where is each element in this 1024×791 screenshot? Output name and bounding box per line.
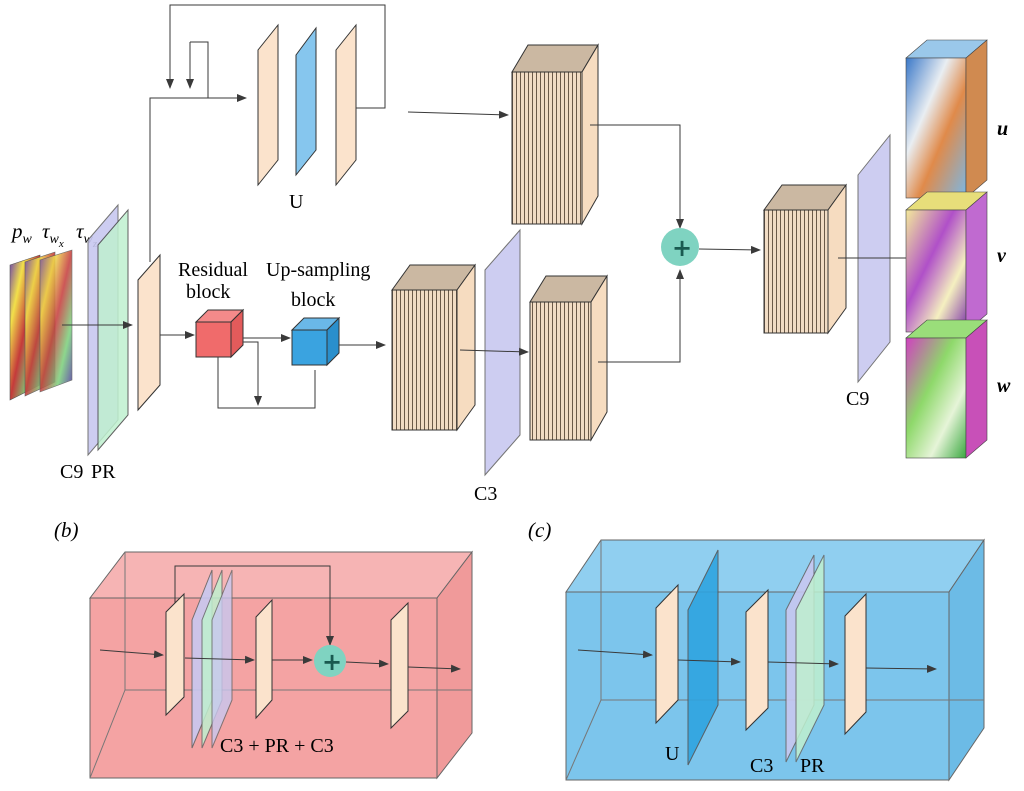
panel-c-in-arrow	[577, 649, 653, 659]
residual-block	[194, 308, 245, 359]
panel-c-box	[565, 538, 985, 782]
panel-c-to-last-arrow	[767, 659, 839, 668]
top-stack-to-plus	[590, 124, 684, 229]
mid-stack-arrow	[459, 347, 529, 356]
skip-line-up	[149, 97, 245, 262]
c9-label: C9	[60, 461, 83, 483]
top-loop-return	[356, 30, 386, 109]
panel-c-slab-3	[844, 592, 867, 736]
panel-c-tag: (c)	[528, 518, 551, 542]
panel-b-slab-2	[255, 598, 273, 720]
panel-b-mid-arrow	[184, 655, 255, 664]
input-fields	[9, 249, 73, 401]
mid-feature-stack-1	[391, 263, 476, 432]
panel-b-tag: (b)	[54, 518, 79, 542]
panel-c-u-label: U	[665, 743, 680, 765]
outer-loop-line	[169, 4, 386, 88]
panel-c-slab-2	[745, 588, 769, 732]
panel-c-c3-label: C3	[750, 755, 773, 777]
panel-b-add-node	[314, 645, 346, 677]
conv-slab-1	[137, 253, 161, 412]
c3-mid-slab	[484, 228, 521, 477]
final-feature-stack	[763, 183, 847, 335]
panel-b-slab-1	[165, 592, 185, 717]
top-slab-2	[335, 23, 357, 187]
upsampling-block	[290, 316, 341, 367]
panel-b-caption: C3 + PR + C3	[220, 735, 334, 757]
mid-feature-stack-2	[529, 274, 608, 442]
inner-loop-line	[190, 41, 209, 98]
output-label-u: u	[997, 118, 1008, 140]
u-label-top: U	[289, 191, 304, 213]
add-node	[661, 228, 699, 266]
c3-mid-label: C3	[474, 483, 497, 505]
input-label-pw: pw	[10, 219, 33, 247]
panel-c-u-slab	[687, 549, 719, 766]
pr-label: PR	[91, 461, 116, 483]
c9-output-label: C9	[846, 388, 869, 410]
upsampling-label-1: Up-sampling	[266, 259, 370, 281]
output-cube-w	[905, 319, 988, 459]
panel-c-slab-1	[655, 583, 679, 725]
panel-c-out-arrow	[865, 664, 937, 673]
output-label-w: w	[997, 375, 1011, 397]
input-label-tau-x: τwx	[42, 219, 64, 250]
output-cube-v	[905, 191, 988, 333]
residual-loop-down	[243, 341, 259, 405]
output-label-v: v	[997, 245, 1007, 267]
residual-label-2: block	[186, 281, 230, 303]
panel-b-after-plus-arrow	[345, 659, 389, 668]
residual-label-1: Residual	[178, 259, 248, 281]
panel-c-mid-arrow	[677, 657, 741, 666]
upsampling-label-2: block	[291, 289, 335, 311]
top-feature-stack	[511, 43, 599, 226]
top-slab-1	[257, 23, 279, 187]
panel-b-in-arrow	[99, 649, 164, 659]
panel-c-pr-slab	[795, 554, 825, 763]
top-to-stack-arrow	[407, 110, 509, 119]
add-node-symbol: +	[672, 234, 692, 262]
panel-b-add-symbol: +	[322, 648, 342, 676]
plus-to-stack-arrow	[698, 245, 761, 254]
output-cube-u	[905, 39, 988, 199]
pr-input-slab	[97, 208, 129, 452]
panel-b-slab-3	[390, 601, 409, 730]
panel-b-out-arrow	[407, 664, 461, 673]
panel-c-pr-label: PR	[800, 755, 825, 777]
mid-stack-to-plus	[598, 269, 684, 363]
residual-loop-back	[217, 357, 316, 409]
top-u-slab	[295, 26, 317, 177]
